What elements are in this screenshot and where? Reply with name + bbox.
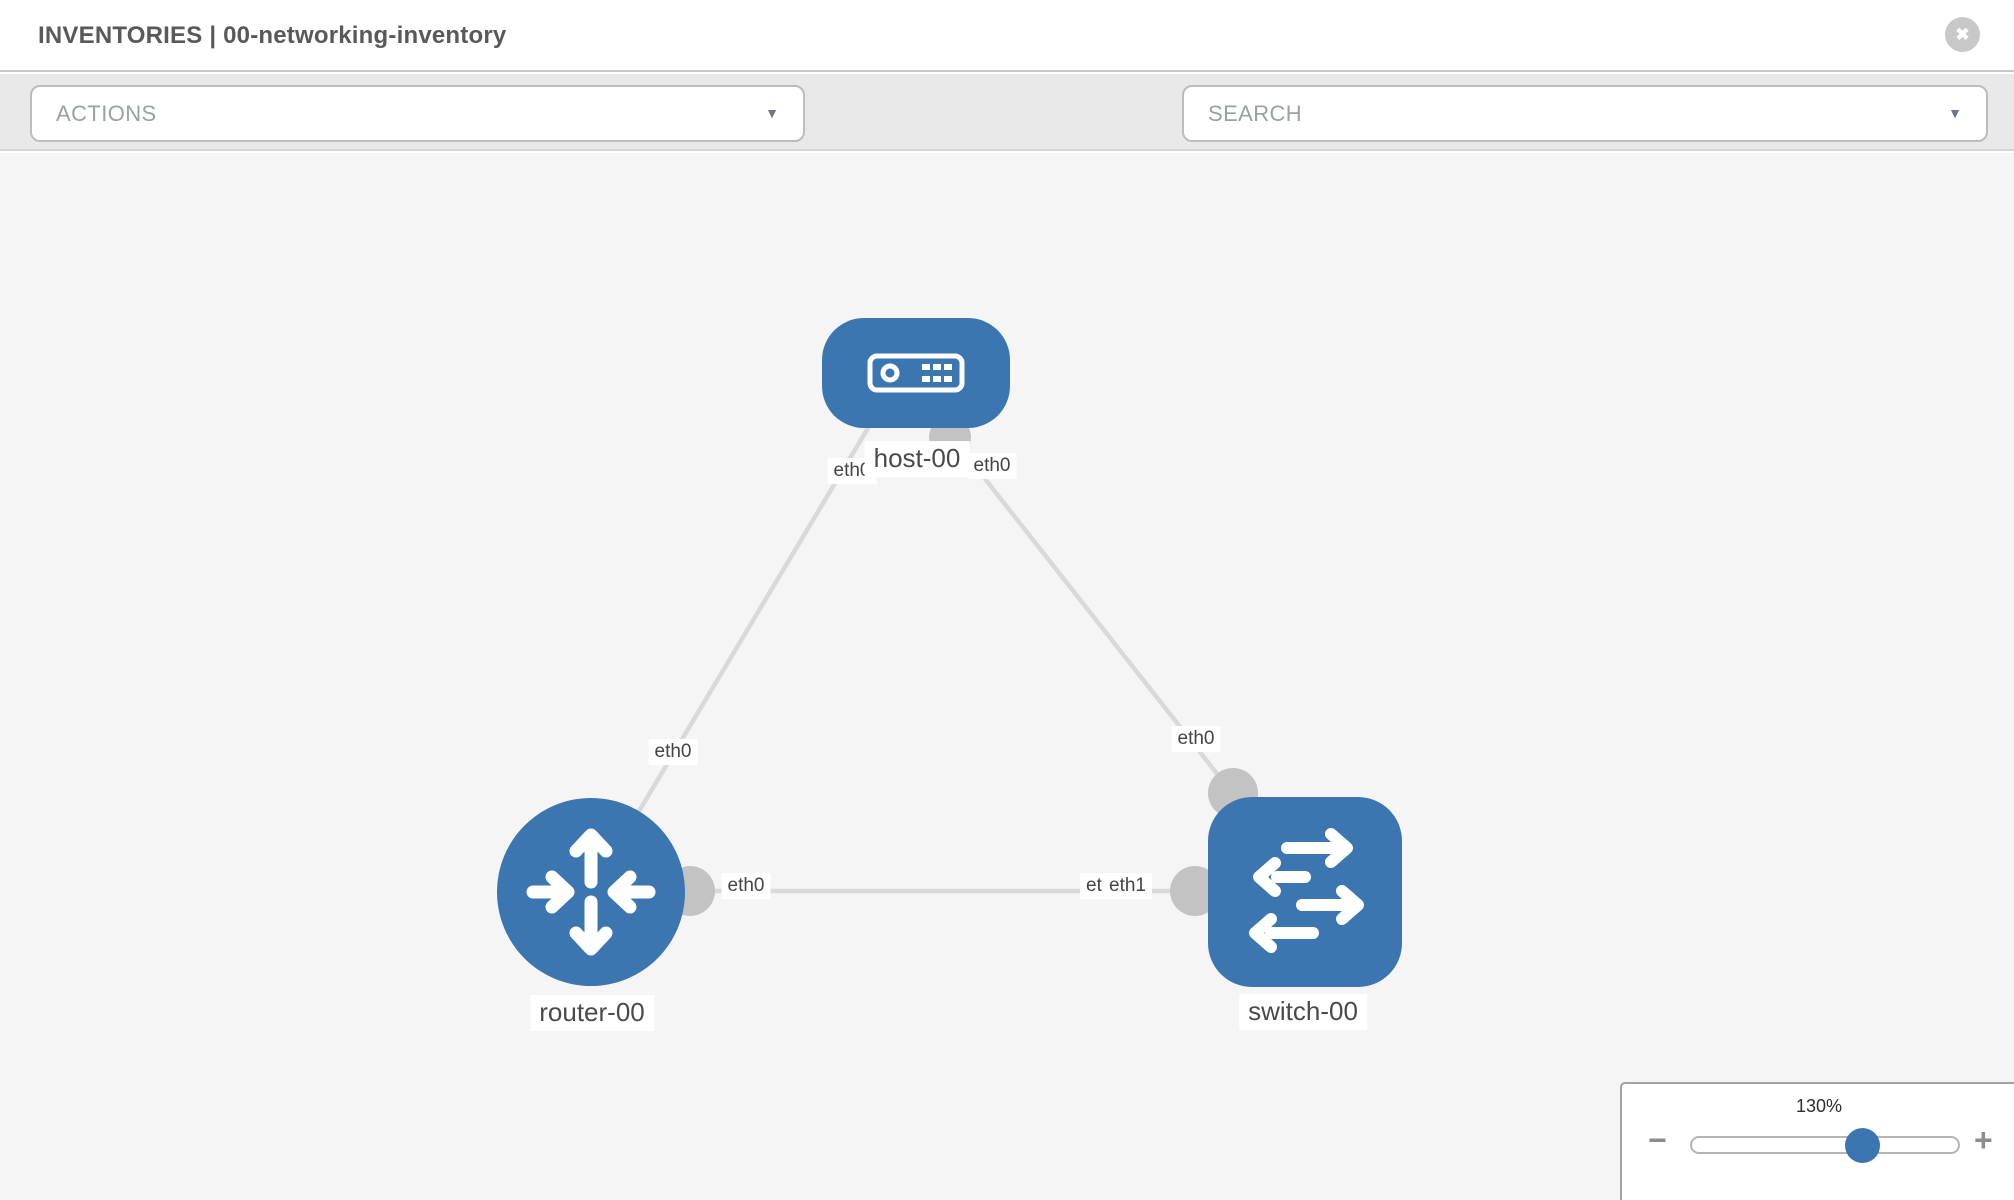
node-label-switch: switch-00 [1239,994,1367,1030]
node-router[interactable] [497,798,685,986]
toolbar: ACTIONS ▼ SEARCH ▼ [0,74,2014,199]
window-header: INVENTORIES | 00-networking-inventory ✖ [0,0,2014,72]
zoom-panel: 130% − + [1620,1082,2014,1200]
node-label-host: host-00 [864,441,970,477]
zoom-in-icon[interactable]: + [1974,1122,1993,1158]
search-dropdown-label: SEARCH [1208,101,1303,126]
iface-label: eth1 [1103,873,1152,899]
actions-dropdown[interactable]: ACTIONS ▼ [30,85,805,142]
node-host[interactable] [822,318,1010,428]
connector-switch-eth1 [1170,866,1220,916]
host-icon [867,353,965,393]
router-icon [526,828,656,956]
actions-dropdown-label: ACTIONS [56,101,157,126]
chevron-down-icon: ▼ [1948,105,1962,121]
node-label-router: router-00 [530,995,654,1031]
iface-label: eth0 [648,739,698,765]
topology-svg [497,318,1402,987]
chevron-down-icon: ▼ [765,105,779,121]
switch-icon [1249,828,1364,953]
zoom-slider-track[interactable] [1690,1128,1960,1163]
node-switch[interactable] [1208,797,1402,987]
iface-label: eth0 [1171,726,1221,752]
zoom-out-icon[interactable]: − [1648,1122,1667,1158]
iface-label: eth0 [967,453,1017,479]
topology-canvas[interactable]: eth0 host-00 eth0 eth0 eth0 eth0 eth0 et… [0,153,2014,1200]
close-icon[interactable]: ✖ [1945,17,1980,52]
page-title: INVENTORIES | 00-networking-inventory [38,22,507,49]
iface-label: eth0 [721,873,771,899]
search-dropdown[interactable]: SEARCH ▼ [1182,85,1988,142]
zoom-level-value: 130% [1795,1096,1843,1116]
zoom-slider-knob[interactable] [1845,1128,1881,1163]
